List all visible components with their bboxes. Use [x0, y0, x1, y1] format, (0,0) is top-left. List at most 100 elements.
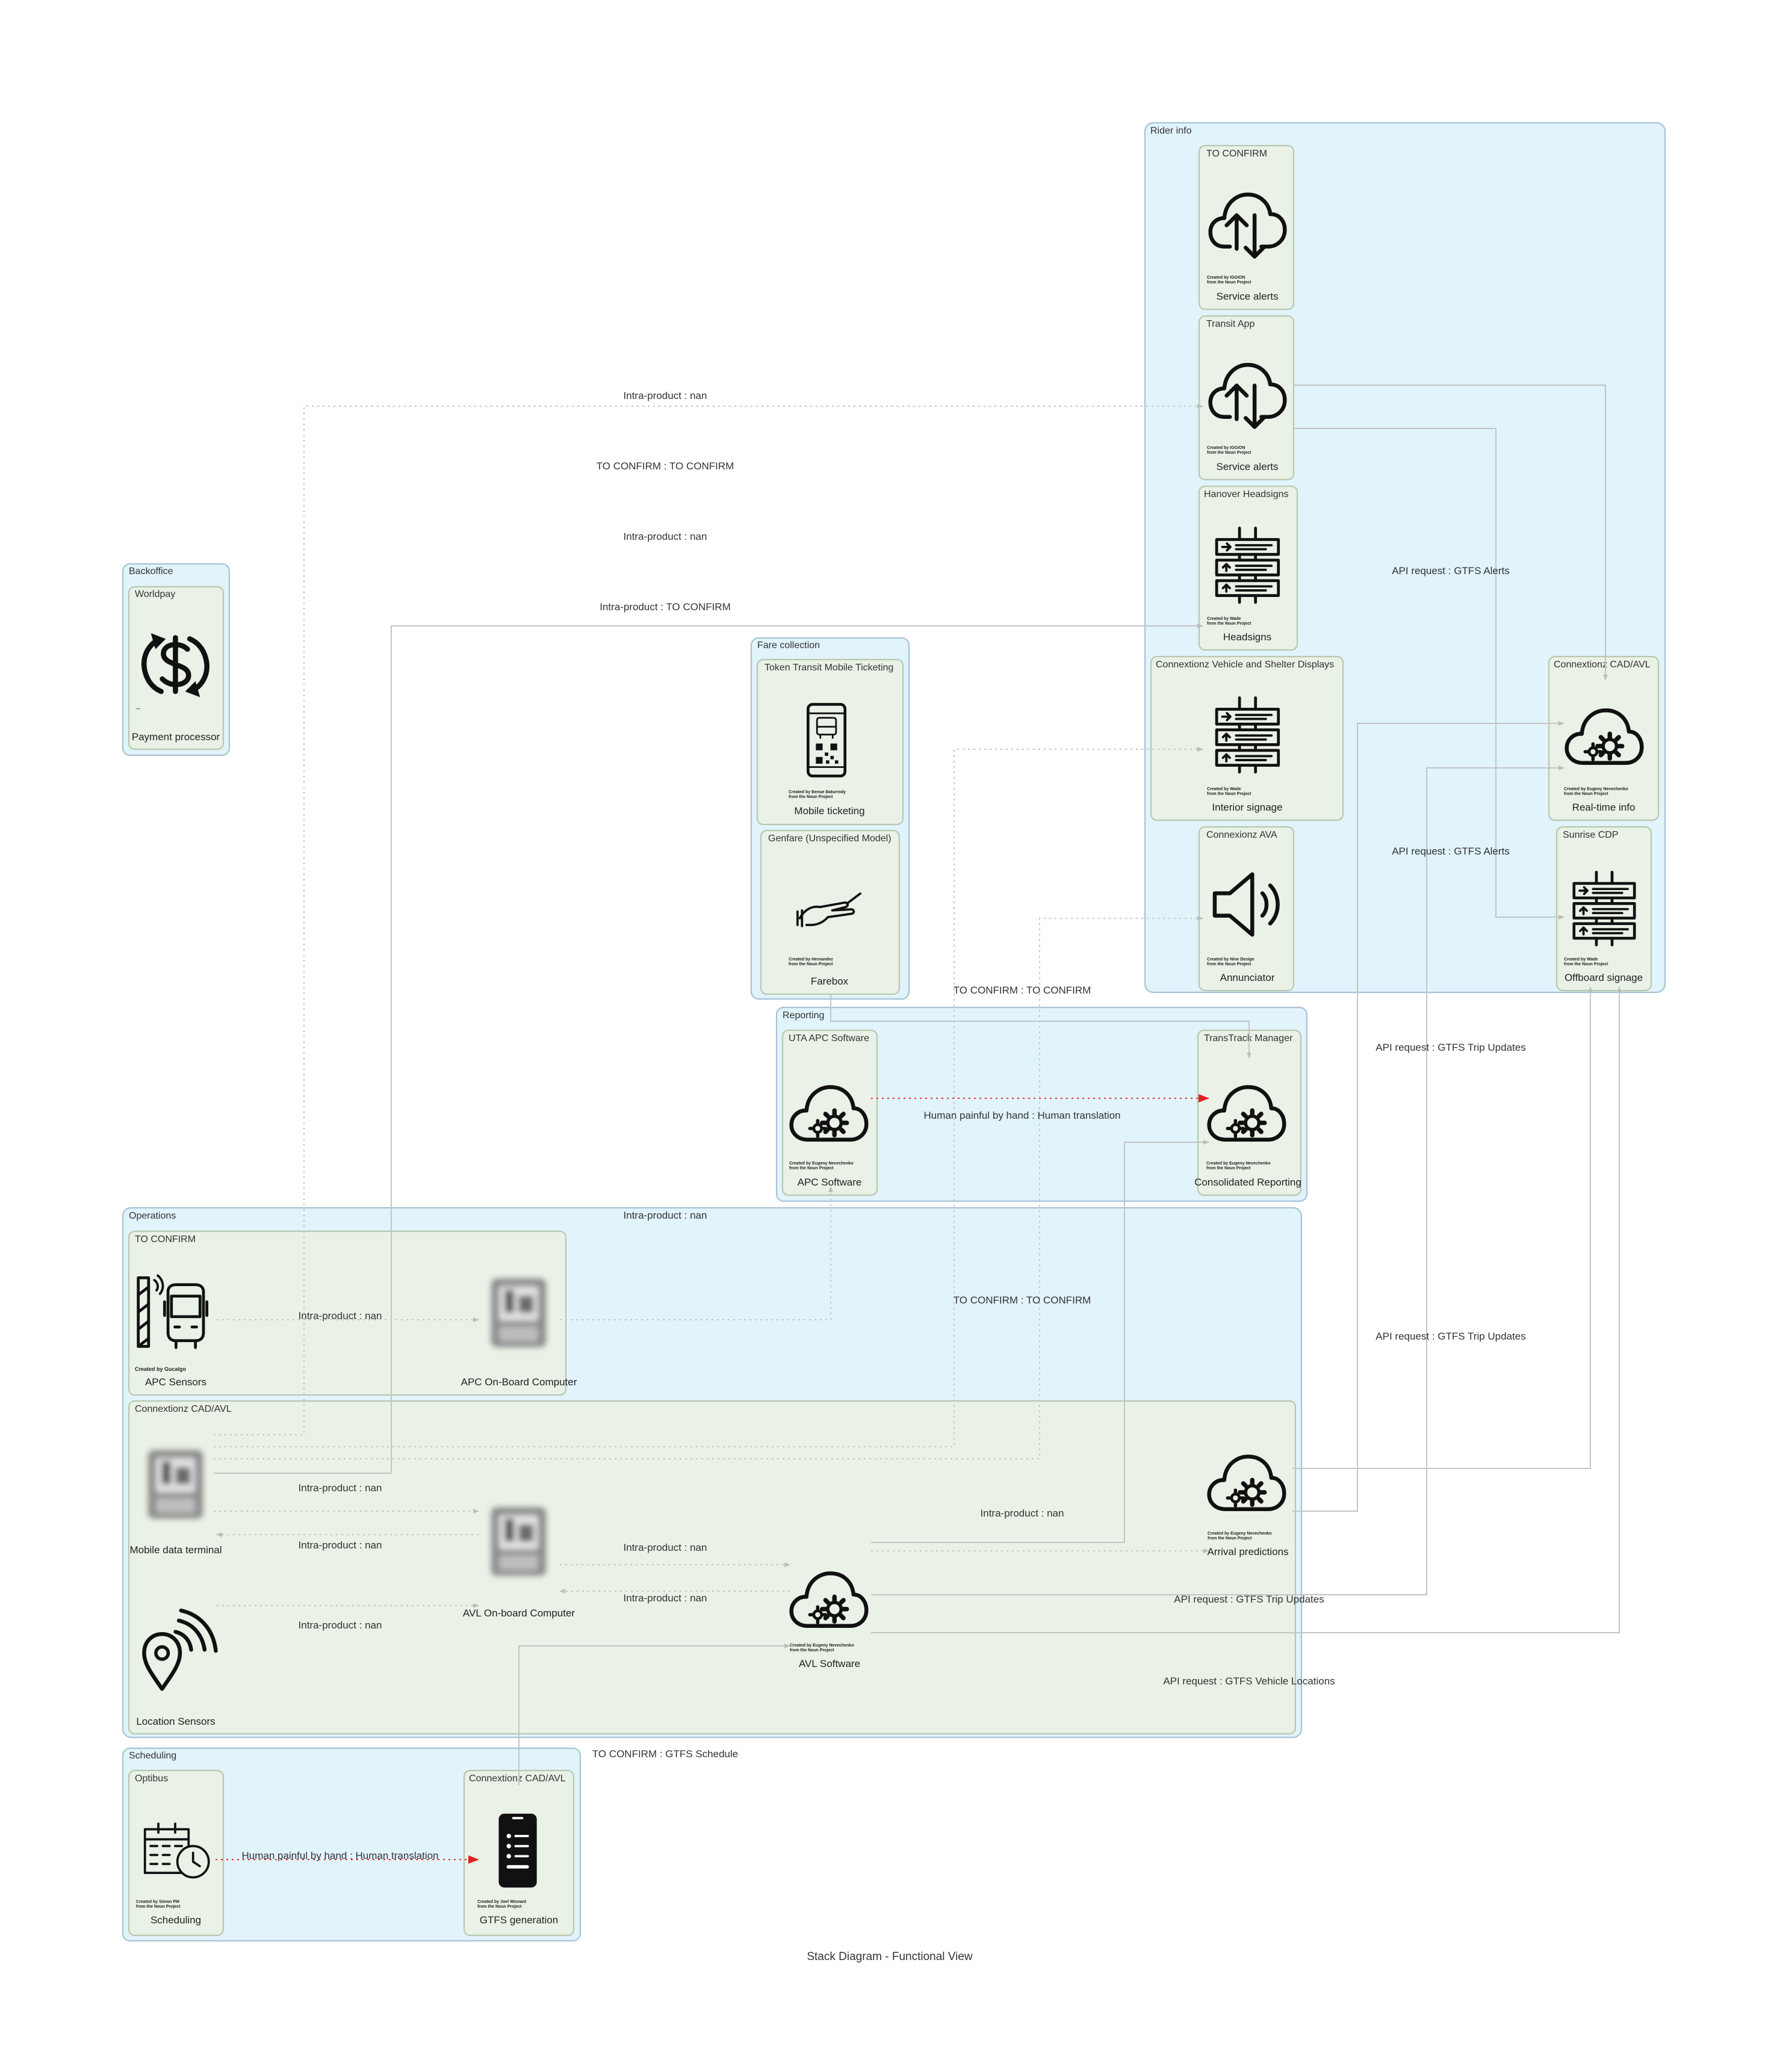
- product-box: [1198, 315, 1295, 481]
- item-apc-software: APC Software: [798, 1177, 862, 1188]
- product-box: [128, 1230, 567, 1396]
- group-label: Scheduling: [129, 1751, 176, 1761]
- edge-line: [830, 994, 1251, 1059]
- product-box: [760, 829, 901, 995]
- product-label: Genfare (Unspecified Model): [768, 833, 892, 844]
- item-consolidated-reporting: Consolidated Reporting: [1194, 1177, 1301, 1188]
- product-label: Connextionz CAD/AVL: [135, 1404, 232, 1414]
- item-annunciator: Annunciator: [1220, 972, 1275, 983]
- product-box: [781, 1029, 878, 1196]
- gtfs-phone-icon: [498, 1813, 537, 1888]
- edge-line: [214, 404, 1203, 1435]
- item-interior-signage: Interior signage: [1212, 802, 1282, 813]
- edge-line: [1294, 428, 1565, 920]
- edge-label: Intra-product : nan: [299, 1539, 382, 1551]
- edge-line: [214, 916, 1203, 1459]
- edge-label: TO CONFIRM : GTFS Schedule: [592, 1748, 738, 1760]
- product-label: Connextionz Vehicle and Shelter Displays: [1156, 660, 1334, 670]
- product-label: Connextionz CAD/AVL: [1554, 660, 1651, 670]
- edge-label: Intra-product : nan: [299, 1482, 382, 1494]
- item-location-sensors: Location Sensors: [136, 1716, 215, 1727]
- onboard-computer-icon: [491, 1507, 547, 1576]
- item-mobile-ticketing: Mobile ticketing: [794, 805, 864, 817]
- item-arrival-predictions: Arrival predictions: [1207, 1546, 1288, 1557]
- product-label: UTA APC Software: [789, 1033, 869, 1044]
- product-label: TO CONFIRM: [135, 1234, 196, 1245]
- edge-label: API request : GTFS Alerts: [1392, 846, 1510, 857]
- product-label: Hanover Headsigns: [1204, 489, 1289, 499]
- group-label: Reporting: [783, 1010, 824, 1021]
- product-box: [1198, 144, 1295, 311]
- product-label: Worldpay: [135, 589, 175, 599]
- edge-line: [871, 1140, 1209, 1543]
- product-label: Token Transit Mobile Ticketing: [764, 663, 893, 673]
- group-label: Rider info: [1150, 126, 1192, 136]
- item-farebox: Farebox: [811, 976, 849, 987]
- onboard-computer-icon: [491, 1278, 547, 1347]
- edge-label: API request : GTFS Trip Updates: [1375, 1042, 1525, 1053]
- product-label: TransTrack Manager: [1204, 1033, 1293, 1044]
- edge-line: [560, 1186, 833, 1320]
- item-avl-onboard-computer: AVL On-board Computer: [463, 1607, 575, 1619]
- edge-label: API request : GTFS Vehicle Locations: [1163, 1675, 1335, 1687]
- group-label: Backoffice: [129, 566, 173, 577]
- item-offboard-signage: Offboard signage: [1565, 972, 1643, 983]
- icon-credit: Created by Gucalgo: [135, 1366, 187, 1372]
- edge-line: [871, 765, 1565, 1595]
- item-scheduling: Scheduling: [150, 1914, 201, 1926]
- edge-label: Intra-product : nan: [624, 390, 707, 401]
- edge-label: Intra-product : nan: [299, 1619, 382, 1631]
- product-box: [128, 1400, 1297, 1735]
- product-label: Connextionz CAD/AVL: [469, 1774, 566, 1784]
- product-box: [1198, 826, 1295, 992]
- edge-line: [871, 986, 1622, 1633]
- product-label: Connexionz AVA: [1206, 830, 1277, 840]
- product-label: Optibus: [135, 1774, 168, 1784]
- item-gtfs-generation: GTFS generation: [480, 1914, 558, 1926]
- group-label: Fare collection: [757, 640, 820, 651]
- edge-label: Intra-product : TO CONFIRM: [600, 601, 731, 613]
- edge-label: API request : GTFS Alerts: [1392, 565, 1510, 577]
- edge-label: API request : GTFS Trip Updates: [1375, 1331, 1525, 1342]
- product-label: TO CONFIRM: [1206, 149, 1267, 159]
- edge-labels: Intra-product : nan TO CONFIRM : TO CONF…: [242, 390, 1526, 1861]
- edge-label: Intra-product : nan: [299, 1310, 382, 1322]
- edge-line: [1292, 721, 1565, 1512]
- item-apc-onboard-computer: APC On-Board Computer: [461, 1376, 577, 1388]
- item-service-alerts: Service alerts: [1217, 291, 1279, 302]
- edge-label: Human painful by hand : Human translatio…: [924, 1110, 1121, 1121]
- item-apc-sensors: APC Sensors: [145, 1376, 206, 1388]
- group-label: Operations: [129, 1211, 176, 1221]
- product-box: [128, 1769, 225, 1937]
- terminal-device-icon: [147, 1450, 203, 1519]
- item-service-alerts: Service alerts: [1217, 461, 1279, 472]
- edge-label: TO CONFIRM : TO CONFIRM: [597, 460, 734, 472]
- edge-line: [1292, 986, 1593, 1469]
- product-box: [756, 658, 904, 826]
- product-label: Transit App: [1206, 319, 1255, 329]
- item-avl-software: AVL Software: [799, 1658, 860, 1669]
- edge-line: [518, 1644, 790, 1785]
- item-realtime-info: Real-time info: [1572, 802, 1636, 813]
- edge-line: [214, 623, 1203, 1474]
- group-reporting: [775, 1006, 1308, 1202]
- icon-credit: —: [136, 707, 140, 711]
- item-mobile-data-terminal: Mobile data terminal: [129, 1544, 222, 1556]
- product-box: [1198, 485, 1298, 651]
- edge-label: TO CONFIRM : TO CONFIRM: [954, 985, 1091, 996]
- edge-label: Intra-product : nan: [624, 1542, 707, 1553]
- diagram-title: Stack Diagram - Functional View: [807, 1950, 973, 1963]
